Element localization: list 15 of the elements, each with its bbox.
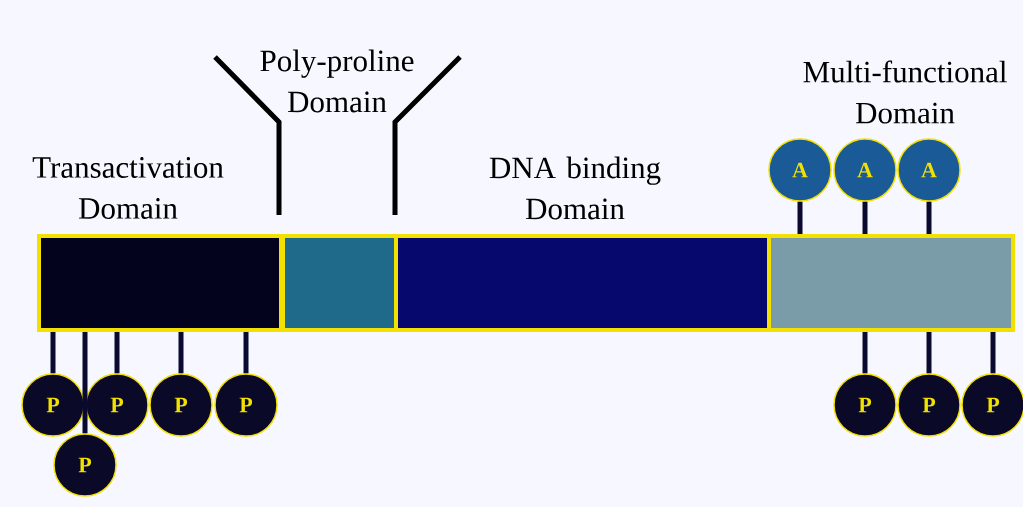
stem-line: [797, 201, 803, 234]
stem-line: [114, 332, 120, 374]
stem-line: [862, 201, 868, 234]
domain-label: Transactivation Domain: [32, 157, 224, 219]
domain-label: DNA binding Domain: [489, 156, 661, 220]
stem-line: [50, 332, 56, 374]
domain-label: Multi-functional Domain: [803, 60, 1007, 124]
stem-line: [178, 332, 184, 374]
stem-line: [243, 332, 249, 374]
domain-label: Poly-proline Domain: [260, 49, 414, 113]
stem-line: [926, 332, 932, 374]
stem-line: [862, 332, 868, 374]
stem-line: [926, 201, 932, 234]
stem-line: [82, 332, 88, 434]
stem-line: [990, 332, 996, 374]
